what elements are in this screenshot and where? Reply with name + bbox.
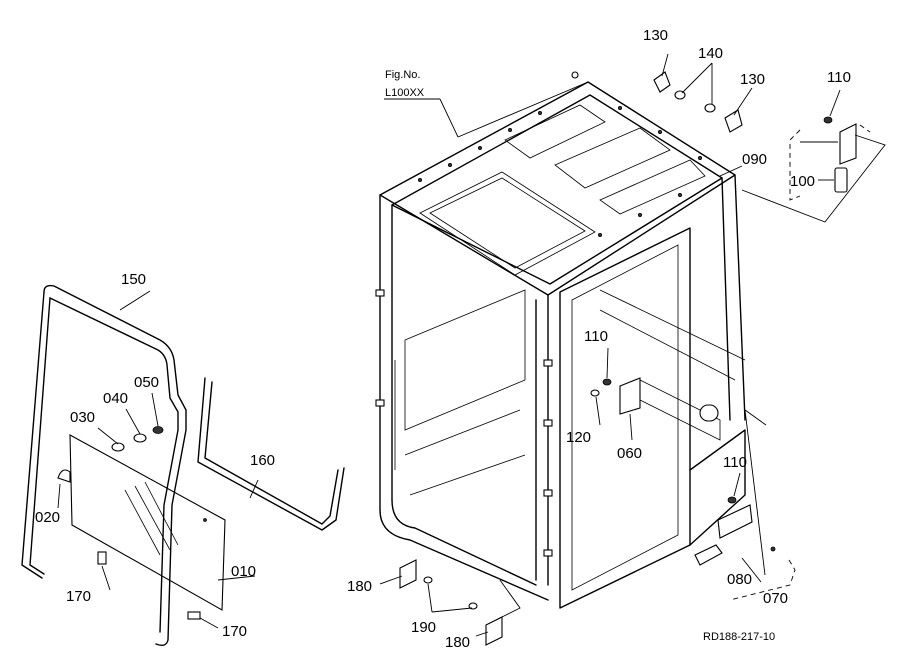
part-label-100: 100 <box>790 173 815 190</box>
leader-lines <box>57 53 886 637</box>
hardware-parts <box>399 71 857 646</box>
rubber-channel-strip <box>197 377 345 531</box>
part-label-170-left: 170 <box>66 588 91 605</box>
part-label-150: 150 <box>121 271 146 288</box>
part-label-110-top: 110 <box>827 69 851 86</box>
part-label-080: 080 <box>727 571 752 588</box>
part-label-140: 140 <box>698 45 723 62</box>
part-label-030: 030 <box>70 409 95 426</box>
cab-frame <box>375 71 746 609</box>
part-label-090: 090 <box>742 151 767 168</box>
figure-reference-block: Fig.No. L100XX <box>384 69 459 138</box>
part-label-160: 160 <box>250 452 275 469</box>
part-label-130-left: 130 <box>643 27 668 44</box>
fig-no-value: L100XX <box>385 87 425 99</box>
part-label-180-left: 180 <box>347 578 372 595</box>
part-label-110-center: 110 <box>584 328 608 345</box>
dashed-group-boxes <box>729 124 871 601</box>
part-label-190: 190 <box>411 619 436 636</box>
part-number-labels: 010 020 030 040 050 060 070 080 090 100 … <box>35 27 851 651</box>
part-label-110-lower: 110 <box>723 454 747 471</box>
part-label-120: 120 <box>566 429 591 446</box>
part-label-010: 010 <box>231 563 256 580</box>
part-label-040: 040 <box>103 390 128 407</box>
drawing-reference: RD188-217-10 <box>703 631 775 643</box>
part-label-070: 070 <box>763 590 788 607</box>
part-label-060: 060 <box>617 445 642 462</box>
part-label-170-right: 170 <box>222 623 247 640</box>
part-label-180-right: 180 <box>445 634 470 651</box>
fig-no-label: Fig.No. <box>385 69 420 81</box>
part-label-020: 020 <box>35 509 60 526</box>
part-label-130-right: 130 <box>740 71 765 88</box>
weatherstrip-seal <box>21 284 187 647</box>
glass-panel <box>69 434 226 611</box>
part-label-050: 050 <box>134 374 159 391</box>
lower-pins <box>97 551 201 620</box>
